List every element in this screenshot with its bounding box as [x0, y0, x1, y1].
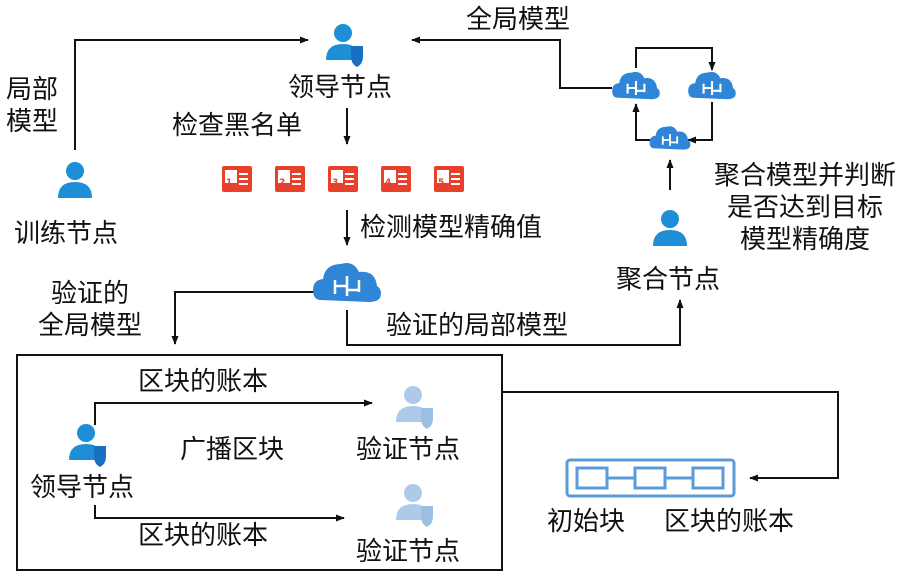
trainer-person-icon	[58, 162, 92, 198]
edge-local-model	[74, 36, 309, 150]
label-aggregator: 聚合节点	[616, 265, 721, 295]
leader-bottom-person-icon	[69, 424, 106, 467]
edge-cloud-loop-left	[632, 103, 650, 141]
aggregator-person-icon	[653, 210, 687, 246]
block-box	[16, 354, 503, 571]
label-broadcast: 广播区块	[180, 435, 285, 465]
cloud-c-network-icon	[649, 126, 691, 150]
label-verifier-2: 验证节点	[356, 537, 461, 567]
label-genesis: 初始块	[547, 507, 626, 537]
label-check-blacklist: 检查黑名单	[172, 111, 303, 141]
blacklist-card-icon: 1	[222, 166, 252, 192]
edge-global-model	[411, 36, 612, 89]
blacklist-card-number: 3	[332, 178, 339, 188]
edge-to-ledger	[502, 391, 839, 482]
label-block-ledger-top: 区块的账本	[138, 367, 269, 397]
blacklist-card-number: 5	[438, 178, 445, 188]
blacklist-card-number: 1	[226, 178, 233, 188]
label-leader-top: 领导节点	[288, 73, 393, 103]
blacklist-card-icon: 4	[381, 166, 411, 192]
blacklist-card-number: 4	[385, 178, 392, 188]
label-leader-bottom: 领导节点	[30, 473, 135, 503]
edge-cloud-loop-top	[635, 47, 716, 71]
verifier-1-person-icon	[396, 386, 433, 429]
blacklist-card-icon: 2	[275, 166, 305, 192]
leader-top-person-icon	[326, 24, 363, 67]
blacklist-card-number: 2	[279, 178, 286, 188]
label-verified-global: 验证的 全局模型	[37, 279, 142, 341]
label-local-model: 局部 模型	[6, 75, 59, 137]
label-trainer: 训练节点	[14, 219, 119, 249]
edge-cloud-loop-bottom	[687, 102, 713, 144]
edge-block-ledger-top	[94, 399, 373, 425]
blacklist-card-icon: 5	[434, 166, 464, 192]
blacklist-card-icon: 3	[328, 166, 358, 192]
label-verifier-1: 验证节点	[356, 435, 461, 465]
verifier-2-person-icon	[396, 484, 433, 527]
label-verified-local: 验证的局部模型	[386, 311, 569, 341]
edge-verified-local	[346, 299, 684, 346]
cloud-a-network-icon	[612, 71, 660, 100]
cloud-b-network-icon	[688, 71, 736, 100]
blockchain-chain-icon	[565, 458, 736, 498]
label-ledger: 区块的账本	[664, 507, 795, 537]
main-cloud-network-icon	[313, 263, 381, 302]
label-aggregate-judge: 聚合模型并判断 是否达到目标 模型精确度	[713, 161, 896, 255]
label-detect-accuracy: 检测模型精确值	[360, 213, 543, 243]
edge-verified-global	[171, 291, 318, 345]
edge-block-ledger-bottom	[94, 505, 345, 522]
label-global-model: 全局模型	[466, 5, 571, 35]
label-block-ledger-bottom: 区块的账本	[138, 521, 269, 551]
